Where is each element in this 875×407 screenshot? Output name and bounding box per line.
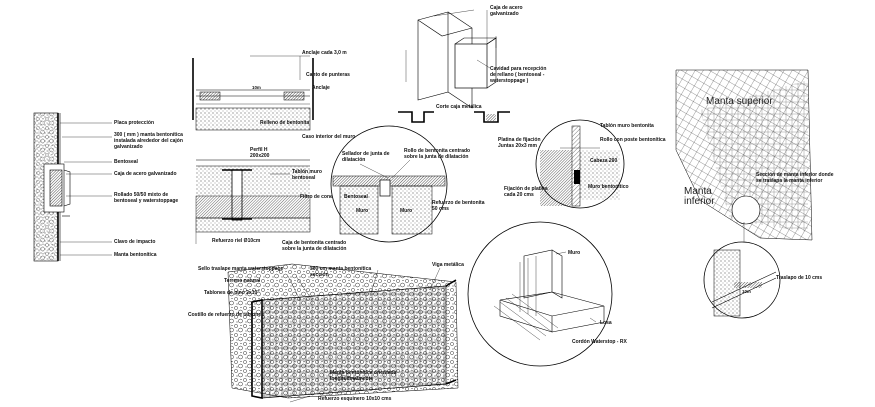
label-galvanizado-2: galvanizado: [490, 11, 519, 17]
label-refuerzo-riel: Refuerzo riel Ø10cm: [212, 238, 261, 244]
label-losa: Losa: [600, 320, 612, 326]
right-panel-labels: Manta superior Manta inferior Sección de…: [684, 96, 834, 294]
label-refuerzo-bentonita: Refuerzo de bentonita: [432, 200, 485, 206]
detail-circle-iso-labels: Muro Losa Cordón Waterstop - RX: [568, 250, 627, 345]
label-300-manta: 300 cm manta bentonítica: [310, 266, 371, 272]
label-dilatacion: dilatación: [342, 157, 365, 163]
label-tablon-muro: Tablón muro: [292, 169, 322, 175]
label-rollo-bentonita: Rollo de bentonita centrado: [404, 148, 470, 154]
galvanized-box-3d: [398, 9, 510, 123]
label-bentoseal: Bentoseal: [114, 159, 139, 165]
label-manta-bentonitica: Manta bentonítica: [114, 252, 157, 258]
label-sobre-junta-2: sobre la junta de dilatación: [404, 154, 468, 160]
label-manta-inferior-2: inferior: [684, 196, 715, 207]
label-50-cms: 50 cms: [432, 206, 449, 212]
label-filtro: Filtro de conexión: [300, 194, 343, 200]
label-muro-1: Muro: [356, 208, 368, 214]
label-rollo-poste: Rollo con poste bentonítica: [600, 137, 666, 143]
center-section-labels: Anclaje cada 3,0 m Canto de punteras Anc…: [212, 50, 355, 252]
label-fijacion: Fijación de platina: [504, 186, 548, 192]
svg-text:10m: 10m: [252, 85, 261, 90]
label-sello-traslape: Sello traslape manta waterstoppage: [198, 266, 284, 272]
label-instalada: instalada alrededor del cajón: [114, 138, 183, 144]
label-right-dim: 10m: [742, 289, 751, 294]
plan-section-lower: [195, 159, 311, 244]
label-juntas: Juntas 20x3 mm: [498, 143, 537, 149]
label-cordon-waterstop: Cordón Waterstop - RX: [572, 339, 627, 345]
detail-circle-joint-labels: Sellador de junta de dilatación Rollo de…: [342, 148, 485, 214]
label-perfil-h: Perfil H: [250, 147, 268, 153]
label-relleno: Relleno de bentonita: [260, 120, 309, 126]
label-bentoseal-2: bentoseal: [292, 175, 316, 181]
label-caso-interior: Caso interior del muro: [302, 134, 355, 140]
label-muro-iso: Muro: [568, 250, 580, 256]
detail-circle-iso: [467, 221, 613, 367]
detail-circle-plate: [535, 119, 625, 209]
plan-section-upper: 10m: [192, 55, 314, 131]
wall-3d-labels: Sello traslape manta waterstoppage Terre…: [188, 262, 464, 402]
label-terreno-natural: Terreno natural: [224, 278, 261, 284]
label-muro-2: Muro: [400, 208, 412, 214]
label-waterstoppage-2: waterstoppage ): [489, 78, 529, 84]
label-traslapo: Traslapo de 10 cms: [776, 275, 822, 281]
label-rollado: Rollado 50/50 mixto de: [114, 192, 168, 198]
label-longitudinal: longitudinalmente: [330, 376, 373, 382]
label-platina: Platina de fijación: [498, 137, 541, 143]
right-panel-manta: [675, 69, 813, 319]
label-muro-bentonitico: Muro bentonítico: [588, 184, 629, 190]
label-corte-caja: Corte caja metálica: [436, 104, 482, 110]
left-wall-section: [33, 112, 112, 262]
label-bentoseal-waterstop: bentoseal y waterstoppage: [114, 198, 178, 204]
left-section-labels: Placa protección 300 ( mm ) manta benton…: [114, 120, 183, 258]
detail-circle-plate-labels: Tablón muro bentonita Platina de fijació…: [498, 123, 666, 198]
label-rellano: de rellano ( bentoseal -: [490, 72, 545, 78]
detail-circle-joint: [330, 125, 448, 243]
label-perfil-size: 200x200: [250, 153, 270, 159]
label-seccion-manta: Sección de manta inferior donde: [756, 172, 834, 178]
label-caja-bentonita: Caja de bentonita centrado: [282, 240, 346, 246]
label-manta-inferior: Manta: [684, 186, 712, 197]
label-seccion: sección: [310, 272, 329, 278]
label-bentoseal-3: Bentoseal: [344, 194, 369, 200]
label-sellador: Sellador de junta de: [342, 151, 390, 157]
label-manta-orientada: Manta bentonítica orientada: [330, 370, 397, 376]
label-refuerzo-esquinero: Refuerzo esquinero 10x10 cms: [318, 396, 392, 402]
label-placa-proteccion: Placa protección: [114, 120, 154, 126]
label-tablon-muro-bent: Tablón muro bentonita: [600, 123, 654, 129]
label-cada-20: cada 20 cms: [504, 192, 534, 198]
label-viga-metalica: Viga metálica: [432, 262, 464, 268]
label-caja-acero-2: Caja de acero: [490, 5, 523, 11]
label-caja-acero: Caja de acero galvanizado: [114, 171, 177, 177]
label-cavidad: Cavidad para recepción: [490, 66, 546, 72]
label-clavo-impacto: Clavo de impacto: [114, 239, 155, 245]
label-manta-superior: Manta superior: [706, 96, 773, 107]
label-manta-300: 300 ( mm ) manta bentonítica: [114, 132, 183, 138]
label-canto-punteras: Canto de punteras: [306, 72, 350, 78]
top-box-labels: Caja de acero galvanizado Cavidad para r…: [436, 5, 546, 110]
label-anclaje: Anclaje: [312, 85, 330, 91]
label-costillo: Costillo de refuerzo de tablones: [188, 312, 264, 318]
label-cabeza: Cabeza 200: [590, 158, 617, 164]
wall-3d-isometric: [227, 263, 459, 403]
label-anclaje-cada: Anclaje cada 3,0 m: [302, 50, 347, 56]
label-tablones: Tablones de pino 2x10": [204, 290, 260, 296]
label-traslapa: se traslapa la manta inferior: [756, 178, 822, 184]
label-sobre-junta: sobre la junta de dilatación: [282, 246, 346, 252]
label-galvanizado: galvanizado: [114, 144, 143, 150]
